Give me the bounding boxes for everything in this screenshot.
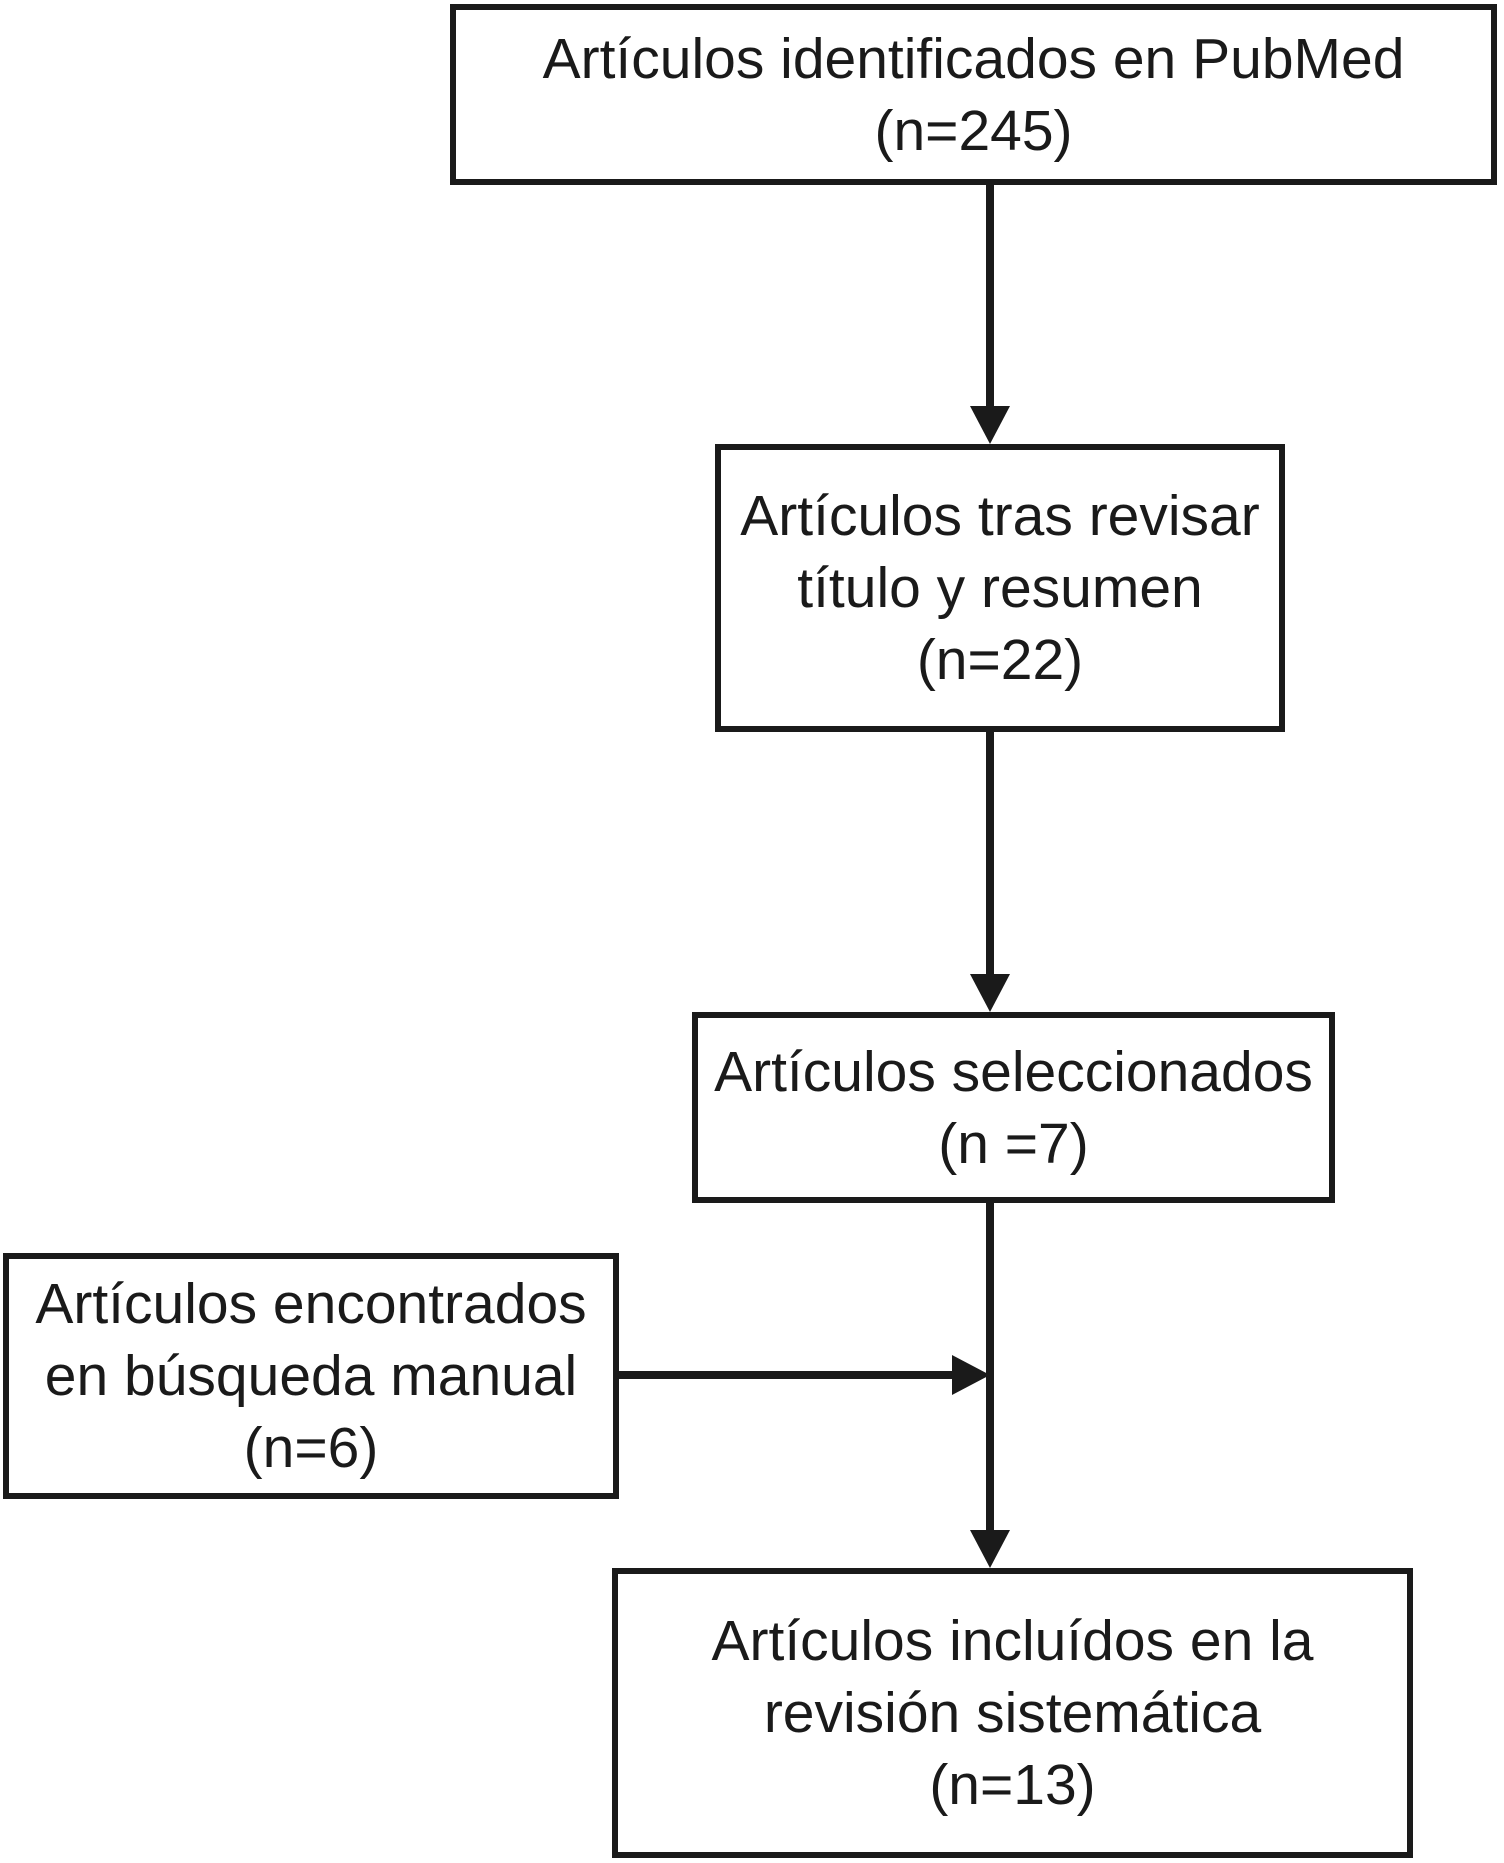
screened-count: (n=22) [916, 628, 1084, 692]
identified-label: Artículos identificados en PubMed [542, 26, 1405, 91]
manual-label-2: en búsqueda manual [44, 1344, 578, 1408]
included-label-2: revisión sistemática [763, 1681, 1262, 1745]
arrow-shaft [617, 1371, 954, 1379]
box-articles-identified: Artículos identificados en PubMed (n=245… [450, 4, 1497, 185]
arrow-shaft [986, 730, 994, 976]
arrow-head-right-icon [952, 1355, 990, 1395]
included-label-1: Artículos incluídos en la [711, 1609, 1314, 1673]
box-articles-manual-search: Artículos encontrados en búsqueda manual… [3, 1253, 619, 1499]
arrow-head-down-icon [970, 1530, 1010, 1568]
included-count: (n=13) [929, 1753, 1096, 1817]
box-articles-selected: Artículos seleccionados (n =7) [692, 1012, 1335, 1203]
screened-label-1: Artículos tras revisar [740, 484, 1260, 548]
box-articles-screened: Artículos tras revisar título y resumen … [715, 444, 1285, 732]
screened-label-2: título y resumen [797, 556, 1203, 620]
selected-count: (n =7) [938, 1111, 1089, 1176]
arrow-shaft [986, 1201, 994, 1532]
arrow-head-down-icon [970, 974, 1010, 1012]
manual-label-1: Artículos encontrados [35, 1272, 587, 1336]
selected-label: Artículos seleccionados [714, 1039, 1313, 1104]
arrow-shaft [986, 185, 994, 408]
identified-count: (n=245) [874, 98, 1073, 163]
box-articles-included: Artículos incluídos en la revisión siste… [612, 1568, 1413, 1858]
arrow-head-down-icon [970, 406, 1010, 444]
manual-count: (n=6) [243, 1416, 379, 1480]
